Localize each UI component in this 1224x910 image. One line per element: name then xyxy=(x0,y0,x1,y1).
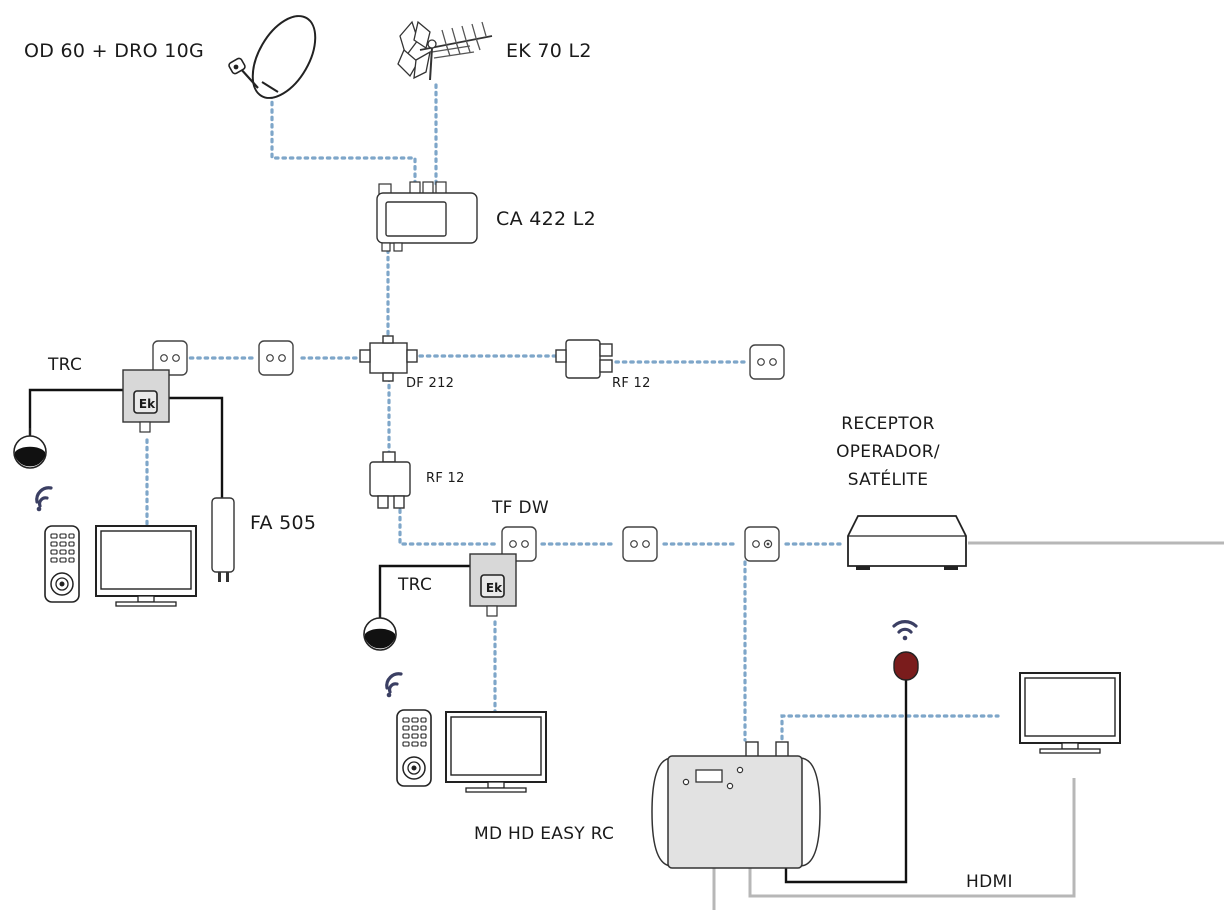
terrestrial-antenna-icon xyxy=(397,20,493,81)
rf-splitter-right xyxy=(555,339,613,379)
tv-icon xyxy=(95,525,197,607)
receiver-label-line-3: SATÉLITE xyxy=(847,470,929,490)
ir-eye-icon xyxy=(893,651,919,681)
amplifier-label: CA 422 L2 xyxy=(496,208,596,230)
antenna-label: EK 70 L2 xyxy=(506,40,592,62)
wifi-icon xyxy=(385,672,403,699)
hdmi-label: HDMI xyxy=(966,872,1013,892)
rf-splitter-lower xyxy=(369,451,411,509)
ek-badge: Ek xyxy=(138,397,156,411)
rf-right-label: RF 12 xyxy=(612,376,651,391)
hdmi-cable-modulator-to-tv xyxy=(748,778,1076,898)
tfdw-label: TF DW xyxy=(492,498,549,518)
cable-modulator-to-tv xyxy=(780,714,1000,748)
splitter-label: DF 212 xyxy=(406,376,455,391)
cable-dish-to-amplifier xyxy=(270,93,417,190)
receiver-label-line-1: RECEPTOR xyxy=(841,414,935,434)
wall-outlet-icon xyxy=(258,340,294,376)
splitter-device xyxy=(359,335,418,382)
power-cable xyxy=(168,396,224,498)
power-supply-device xyxy=(211,497,235,582)
modulator-device xyxy=(651,741,821,869)
trc-cable-center xyxy=(378,564,470,620)
ir-eye-icon xyxy=(363,609,397,651)
receiver-label-line-2: OPERADOR/ xyxy=(836,442,940,462)
ek-badge: Ek xyxy=(485,581,503,595)
set-top-box-icon xyxy=(847,515,967,570)
wall-outlet-icon xyxy=(749,344,785,380)
tv-icon xyxy=(1019,672,1121,754)
ir-eye-icon xyxy=(13,427,47,469)
wifi-icon xyxy=(35,486,53,513)
wall-outlet-icon xyxy=(744,526,780,562)
wifi-icon xyxy=(892,620,918,642)
trc-left-label: TRC xyxy=(48,355,83,375)
parabolic-dish-icon xyxy=(228,15,317,99)
tv-icon xyxy=(445,711,547,793)
ir-eye-cable xyxy=(784,678,908,884)
amplifier-device xyxy=(376,181,478,252)
power-supply-label: FA 505 xyxy=(250,512,317,534)
trc-center-label: TRC xyxy=(398,575,433,595)
cable-rf-to-tfdw xyxy=(398,508,498,546)
remote-control-icon xyxy=(396,709,432,787)
rf-lower-label: RF 12 xyxy=(426,471,465,486)
dish-label: OD 60 + DRO 10G xyxy=(24,40,205,62)
trc-cable-left xyxy=(28,388,124,438)
wall-outlet-icon xyxy=(622,526,658,562)
remote-control-icon xyxy=(44,525,80,603)
modulator-label: MD HD EASY RC xyxy=(474,824,615,844)
